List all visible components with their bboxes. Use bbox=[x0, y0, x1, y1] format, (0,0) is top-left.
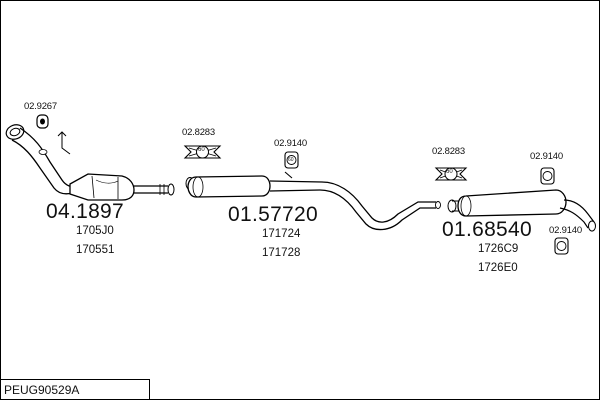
cat-ref-1: 1705J0 bbox=[76, 225, 114, 237]
kit-code-box: PEUG90529A bbox=[0, 379, 150, 400]
catalytic-converter bbox=[69, 173, 175, 201]
rubber-rear-top-number: 02.9140 bbox=[530, 151, 563, 162]
rubber-rear-bottom-number: 02.9140 bbox=[549, 225, 582, 236]
front-downpipe bbox=[5, 124, 79, 195]
rubber-rear-bottom-part bbox=[554, 237, 569, 255]
rear-ref-1: 1726C9 bbox=[478, 243, 519, 255]
gasket-right-badge: 60 bbox=[446, 169, 453, 175]
mid-ref-2: 171728 bbox=[262, 247, 301, 259]
rubber-mid-badge: 60 bbox=[288, 157, 294, 163]
rubber-rear-top-part bbox=[540, 167, 555, 185]
rubber-mid-part bbox=[284, 151, 299, 169]
rear-part-number: 01.68540 bbox=[442, 218, 532, 241]
cat-ref-2: 170551 bbox=[76, 244, 115, 256]
gasket-left-badge: 60 bbox=[198, 147, 205, 153]
clamp-front-number: 02.9267 bbox=[24, 101, 57, 112]
kit-code: PEUG90529A bbox=[4, 383, 80, 397]
clamp-front-part bbox=[36, 114, 71, 155]
rear-silencer bbox=[447, 189, 596, 232]
middle-silencer bbox=[185, 171, 441, 231]
rear-ref-2: 1726E0 bbox=[478, 262, 518, 274]
gasket-right-number: 02.8283 bbox=[432, 146, 465, 157]
gasket-left-number: 02.8283 bbox=[182, 127, 215, 138]
mid-ref-1: 171724 bbox=[262, 228, 301, 240]
rubber-mid-number: 02.9140 bbox=[274, 138, 307, 149]
gasket-left-part bbox=[183, 145, 222, 159]
gasket-right-part bbox=[434, 167, 468, 181]
cat-part-number: 04.1897 bbox=[46, 200, 125, 223]
mid-part-number: 01.57720 bbox=[228, 203, 318, 226]
